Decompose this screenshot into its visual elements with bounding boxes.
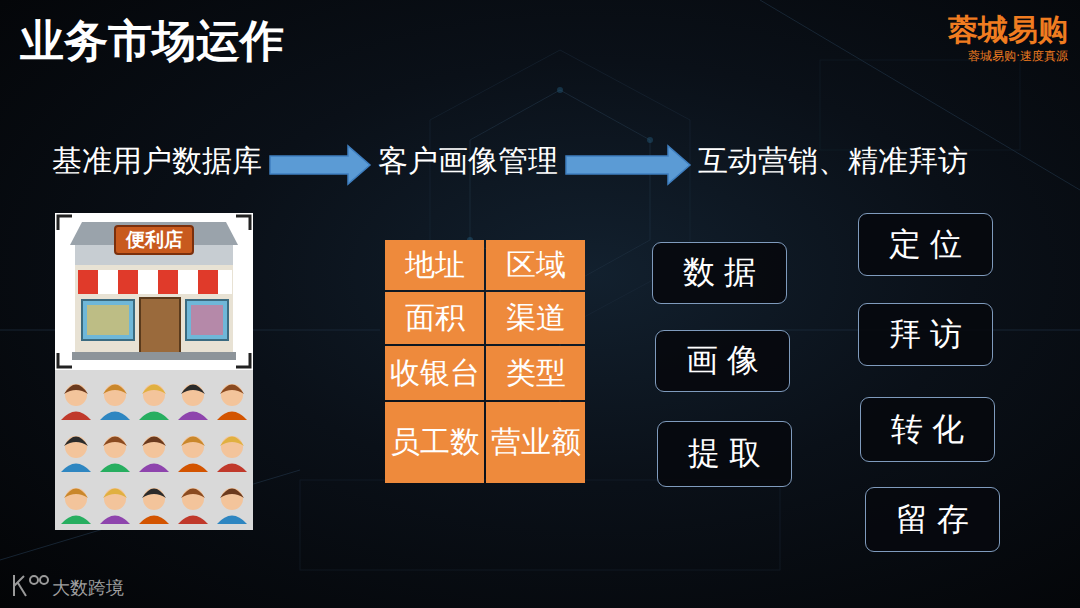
node-text: 拜访 [889, 313, 972, 357]
person-face [143, 436, 165, 458]
node-text: 提取 [688, 432, 771, 476]
person-hair [181, 437, 205, 447]
action-box: 画像 [655, 330, 790, 392]
node-text: 留存 [896, 498, 979, 542]
person-body [100, 412, 130, 421]
watermark-logo [14, 575, 48, 596]
person-hair [220, 437, 244, 447]
person-hair [142, 437, 166, 447]
person-face [221, 384, 243, 406]
person-body [61, 516, 91, 525]
person-body [61, 412, 91, 421]
action-box: 提取 [657, 421, 792, 487]
store-icon [70, 222, 238, 360]
node-text: 画像 [686, 339, 769, 383]
person-hair [181, 489, 205, 499]
person-body [178, 412, 208, 421]
attribute-cell: 面积 [385, 292, 484, 344]
attribute-cell: 收银台 [385, 346, 484, 400]
person-face [104, 384, 126, 406]
person-face [143, 384, 165, 406]
slide-title: 业务市场运作 [20, 12, 284, 71]
node-text: 渠道 [506, 298, 566, 339]
person-hair [64, 437, 88, 447]
attribute-cell: 类型 [486, 346, 585, 400]
attribute-cell: 营业额 [486, 402, 585, 483]
node-text: 数据 [683, 251, 766, 295]
node-text: 面积 [405, 298, 465, 339]
person-hair [142, 385, 166, 395]
person-hair [103, 385, 127, 395]
person-body [139, 412, 169, 421]
person-face [65, 384, 87, 406]
node-text: 基准用户数据库 [52, 143, 262, 179]
person-body [100, 516, 130, 525]
block-arrow [270, 146, 370, 184]
person-body [178, 516, 208, 525]
person-face [182, 384, 204, 406]
corner-marks [58, 216, 250, 367]
arrow-shape [270, 146, 370, 184]
brand-logo: 蓉城易购 [948, 10, 1068, 51]
attribute-cell: 区域 [486, 240, 585, 290]
attribute-cell: 渠道 [486, 292, 585, 344]
person-hair [220, 385, 244, 395]
person-body [100, 464, 130, 473]
person-body [61, 464, 91, 473]
person-hair [220, 489, 244, 499]
action-box: 定位 [858, 213, 993, 276]
node-text: 营业额 [491, 422, 581, 463]
person-face [104, 488, 126, 510]
person-face [65, 436, 87, 458]
person-face [182, 436, 204, 458]
arrow-shape [566, 146, 690, 184]
brand-slogan: 蓉城易购·速度真源 [968, 48, 1068, 65]
node-text: 区域 [506, 245, 566, 286]
watermark: 大数跨境 [52, 576, 124, 600]
people-icons [61, 384, 247, 524]
action-box: 转化 [860, 397, 995, 462]
action-box: 数据 [652, 242, 787, 304]
person-body [217, 464, 247, 473]
action-box: 留存 [865, 487, 1000, 552]
node-text: 转化 [891, 408, 974, 452]
person-hair [181, 385, 205, 395]
person-body [178, 464, 208, 473]
store-sign: 便利店 [126, 227, 183, 253]
person-face [182, 488, 204, 510]
person-hair [142, 489, 166, 499]
person-body [217, 516, 247, 525]
column-heading: 基准用户数据库 [52, 143, 262, 179]
column-heading: 客户画像管理 [378, 143, 558, 179]
person-body [139, 516, 169, 525]
action-box: 拜访 [858, 303, 993, 366]
person-face [65, 488, 87, 510]
node-text: 类型 [506, 353, 566, 394]
person-face [221, 436, 243, 458]
person-hair [64, 385, 88, 395]
person-body [139, 464, 169, 473]
column-heading: 互动营销、精准拜访 [698, 143, 968, 179]
node-text: 收银台 [390, 353, 480, 394]
store-frame [55, 213, 253, 370]
node-text: 互动营销、精准拜访 [698, 143, 968, 179]
person-face [143, 488, 165, 510]
attribute-cell: 员工数 [385, 402, 484, 483]
person-hair [103, 437, 127, 447]
node-text: 地址 [405, 245, 465, 286]
person-hair [103, 489, 127, 499]
people-panel [55, 370, 253, 530]
attribute-cell: 地址 [385, 240, 484, 290]
block-arrow [566, 146, 690, 184]
person-hair [64, 489, 88, 499]
node-text: 员工数 [390, 422, 480, 463]
person-body [217, 412, 247, 421]
person-face [104, 436, 126, 458]
person-face [221, 488, 243, 510]
node-text: 定位 [889, 223, 972, 267]
node-text: 客户画像管理 [378, 143, 558, 179]
